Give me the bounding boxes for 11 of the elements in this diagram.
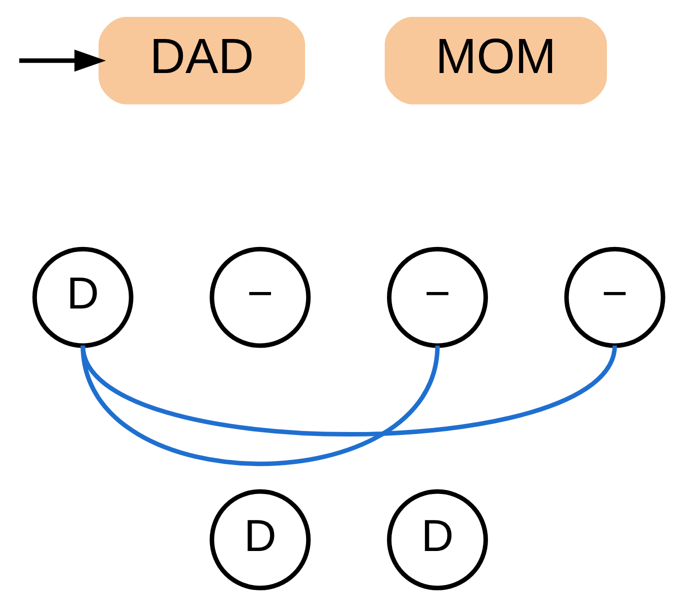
connector [80, 344, 617, 436]
node-box: DAD [98, 16, 306, 104]
connector [80, 344, 440, 466]
arrow [19, 49, 106, 72]
node-circle: − [210, 246, 311, 348]
node-circle: D [386, 488, 488, 590]
node-circle: − [386, 246, 488, 348]
node-circle: − [564, 246, 666, 348]
node-box: MOM [384, 16, 607, 104]
node-circle: D [32, 246, 134, 348]
node-circle: D [210, 488, 311, 590]
